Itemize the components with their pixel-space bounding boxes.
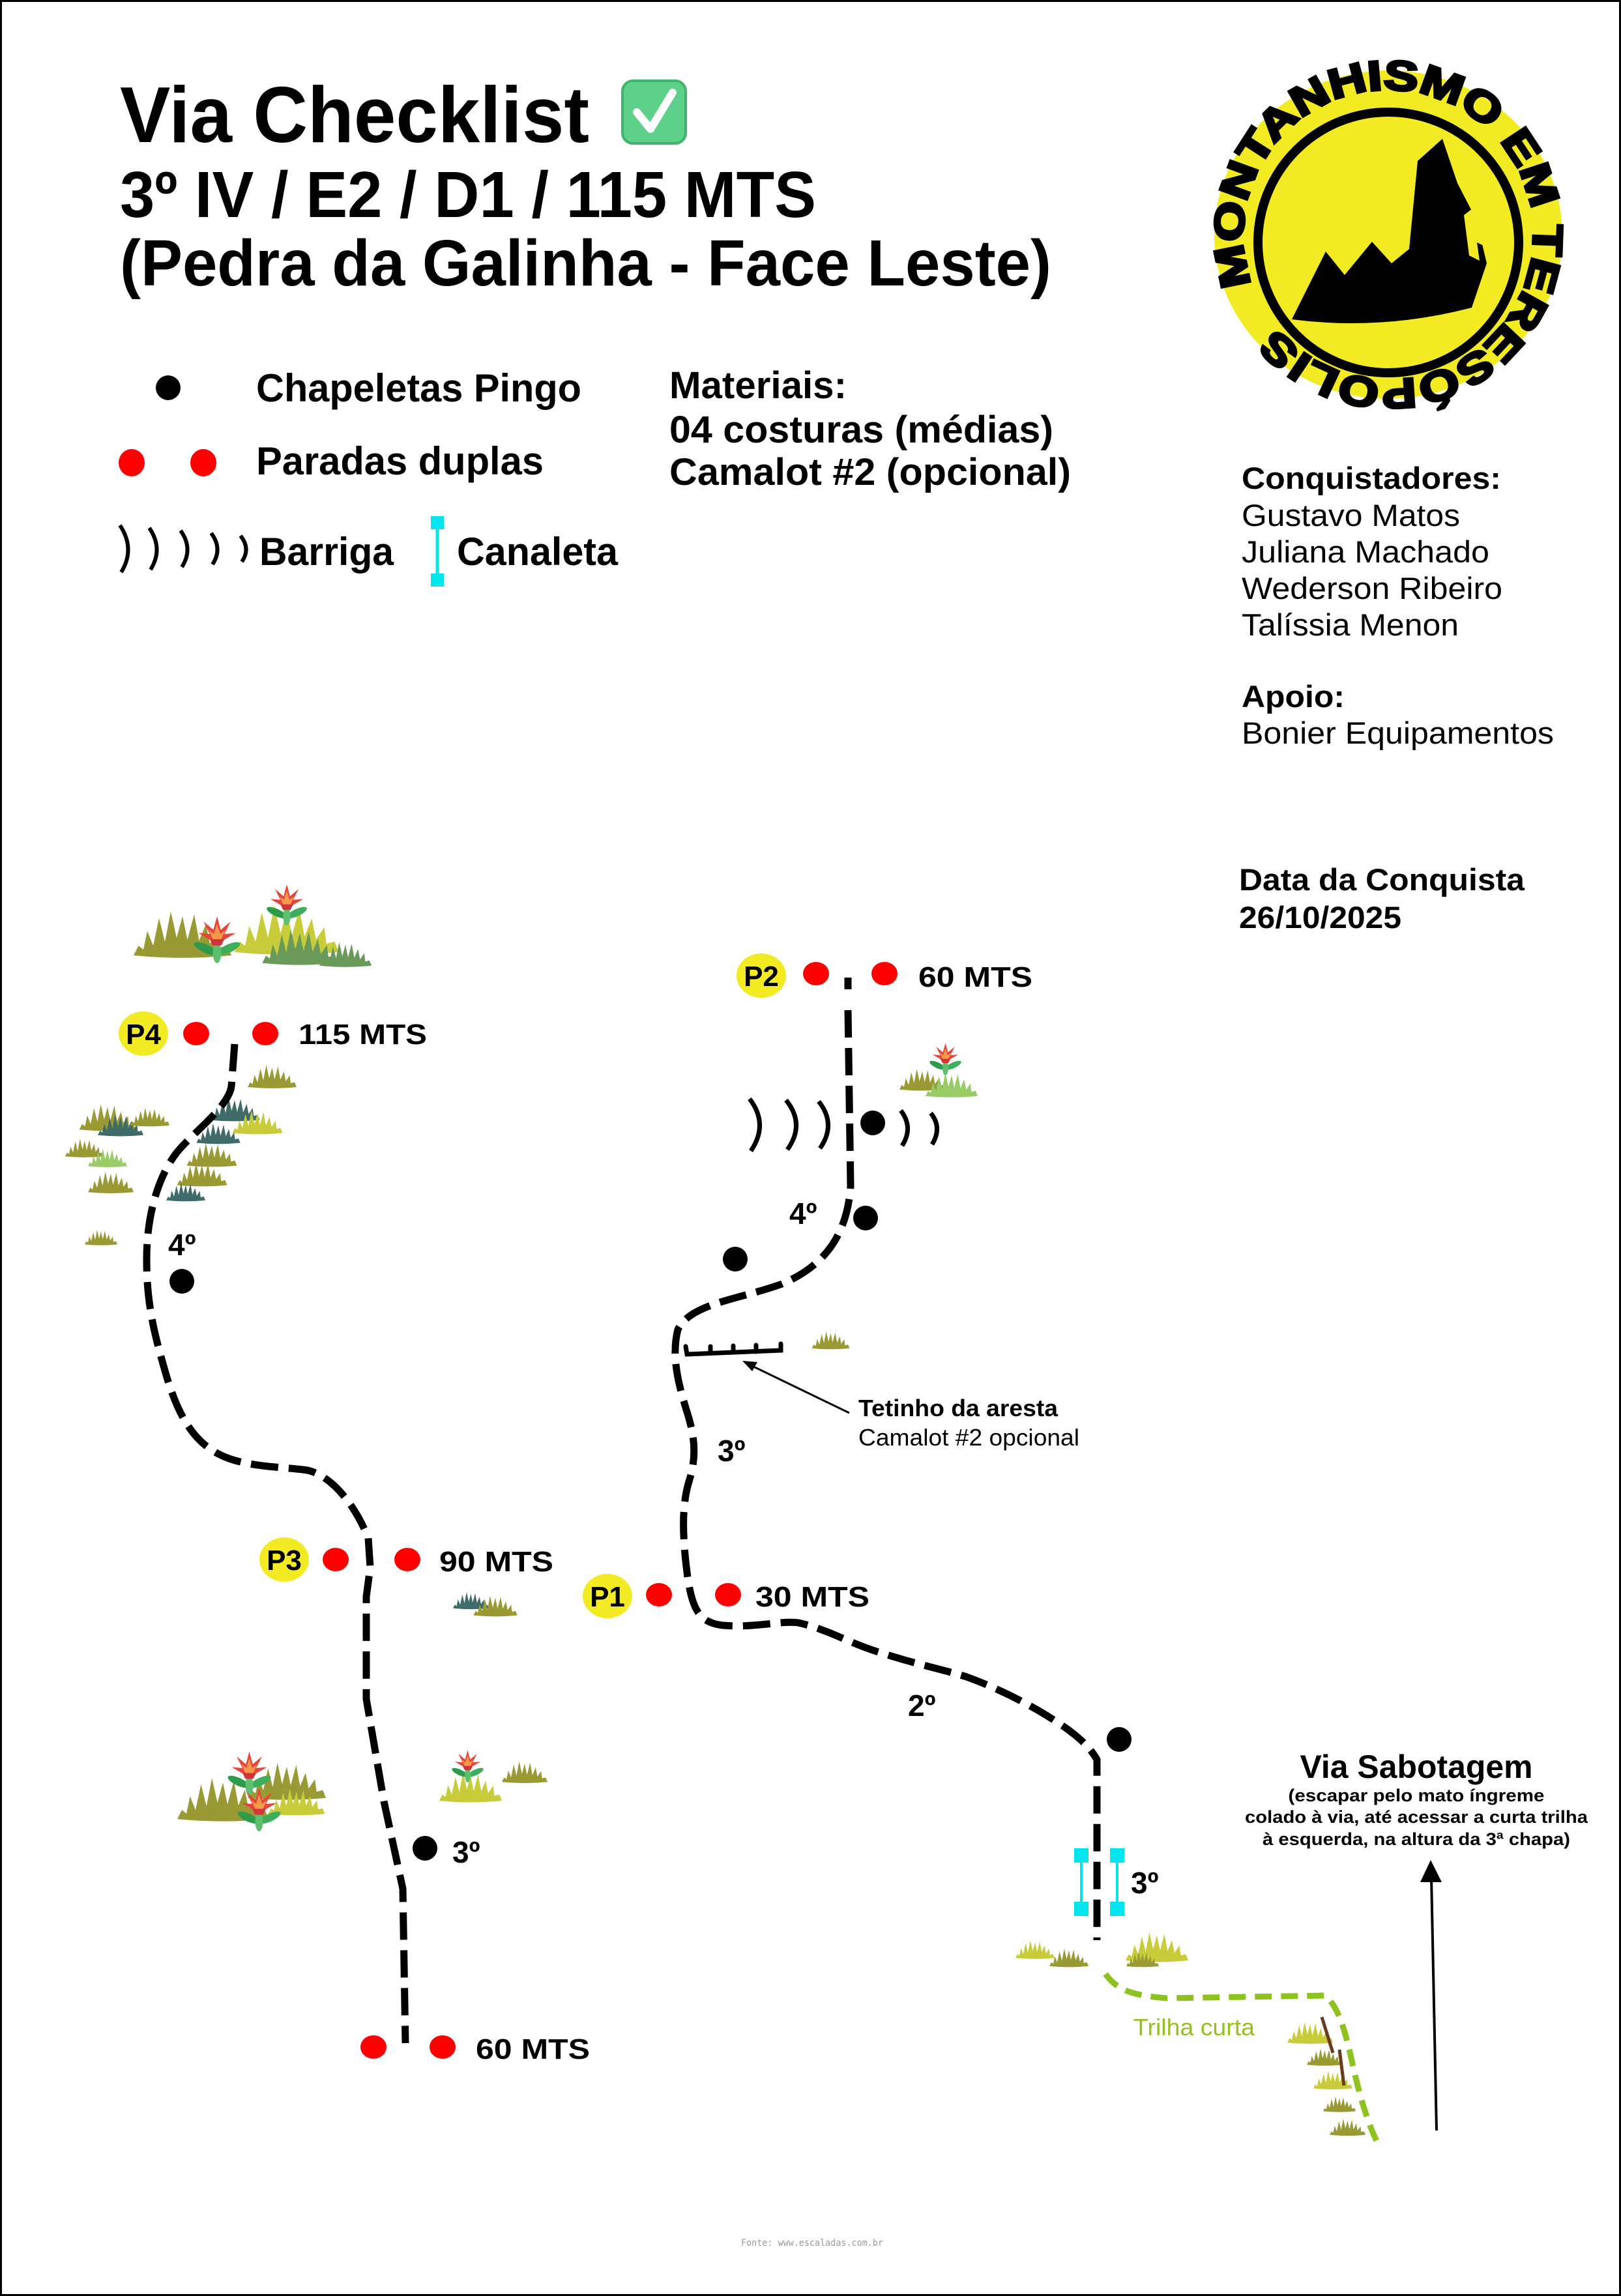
- bulge-legend-icon: [118, 524, 248, 574]
- support-heading: Apoio:: [1242, 679, 1345, 714]
- legend-groove-label: Canaleta: [457, 530, 619, 574]
- grade-label: 4º: [789, 1197, 817, 1230]
- roof-note: Camalot #2 opcional: [858, 1424, 1079, 1451]
- roof-title: Tetinho da aresta: [858, 1395, 1059, 1421]
- anchor-distance: 115 MTS: [299, 1019, 427, 1051]
- anchor-label: P2: [744, 961, 779, 993]
- date-value: 26/10/2025: [1239, 900, 1401, 935]
- route-line-pitch-3-4: [143, 1043, 409, 2044]
- grade-label: 3º: [718, 1434, 746, 1468]
- climber-name: Wederson Ribeiro: [1242, 571, 1502, 605]
- page-title: Via Checklist: [120, 70, 589, 159]
- climber-name: Juliana Machado: [1242, 534, 1489, 569]
- bolt: [853, 1206, 878, 1230]
- legend-bolt-label: Chapeletas Pingo: [256, 366, 581, 410]
- bolt: [169, 1269, 194, 1294]
- escape-note-line: colado à via, até acessar a curta trilha: [1245, 1807, 1588, 1827]
- anchor-distance: 30 MTS: [755, 1581, 869, 1613]
- roof-pointer-arrow: [742, 1361, 850, 1414]
- bolt: [723, 1247, 748, 1272]
- materials-item: Camalot #2 (opcional): [669, 451, 1071, 493]
- grade-line: 3º IV / E2 / D1 / 115 MTS: [120, 158, 816, 231]
- club-logo: MONTANHISMO EM TERESÓPOLIS: [1203, 50, 1573, 419]
- anchor-label: P3: [267, 1545, 302, 1577]
- anchor-badge-p1: [583, 1574, 632, 1618]
- roof-icon: [683, 1341, 783, 1357]
- date-heading: Data da Conquista: [1239, 862, 1525, 897]
- route-line-pitch-1-2: [671, 1010, 1101, 1940]
- legend-bulge-label: Barriga: [259, 530, 394, 574]
- anchor-distance: 60 MTS: [918, 961, 1032, 993]
- anchor-label: P1: [590, 1581, 625, 1613]
- materials-item: 04 costuras (médias): [669, 409, 1053, 451]
- groove-icon: [1074, 1848, 1124, 1916]
- anchor-badge-p4: [119, 1011, 168, 1056]
- groove-legend-icon: [431, 516, 444, 587]
- grade-label: 4º: [168, 1228, 196, 1262]
- escape-arrow: [1420, 1860, 1442, 2131]
- anchor-bolt: [715, 1583, 741, 1606]
- source-credit: Fonte: www.escaladas.com.br: [741, 2238, 883, 2248]
- climber-name: Talíssia Menon: [1242, 607, 1459, 642]
- grade-label: 3º: [1131, 1866, 1159, 1900]
- anchor-bolt: [430, 2035, 456, 2059]
- trail-label: Trilha curta: [1133, 2014, 1255, 2041]
- bolt-legend-icon: [156, 375, 181, 400]
- anchor-bolt: [394, 1548, 420, 1571]
- anchor-badge-p2: [737, 953, 786, 998]
- vegetation: [65, 884, 1365, 2136]
- climber-name: Gustavo Matos: [1242, 498, 1460, 532]
- anchor-label: P4: [126, 1019, 161, 1051]
- anchor-bolt: [252, 1022, 278, 1045]
- anchor-bolt: [323, 1548, 349, 1571]
- grade-label: 2º: [908, 1689, 936, 1722]
- tree-icon: [1320, 2016, 1346, 2086]
- supporter-name: Bonier Equipamentos: [1242, 716, 1554, 750]
- bolt: [1107, 1727, 1132, 1752]
- anchor-bolt: [803, 962, 829, 985]
- check-mark-button-icon: [621, 80, 687, 145]
- anchor-bolt: [646, 1583, 672, 1606]
- first-ascent-heading: Conquistadores:: [1242, 461, 1501, 495]
- anchor-distance: 60 MTS: [476, 2033, 590, 2065]
- escape-note-line: (escapar pelo mato íngreme: [1289, 1786, 1545, 1805]
- escape-note-line: à esquerda, na altura da 3ª chapa): [1263, 1829, 1570, 1849]
- anchor-distance: 90 MTS: [439, 1546, 553, 1578]
- bolt: [860, 1111, 885, 1135]
- location-line: (Pedra da Galinha - Face Leste): [120, 227, 1051, 300]
- materials-heading: Materiais:: [669, 364, 847, 407]
- escape-title: Via Sabotagem: [1300, 1749, 1533, 1785]
- trail-line: [1103, 1972, 1380, 2142]
- anchor-bolt: [360, 2035, 387, 2059]
- legend-anchor-label: Paradas duplas: [256, 439, 544, 483]
- grade-label: 3º: [452, 1835, 480, 1869]
- anchor-bolt: [183, 1022, 209, 1045]
- bulge-icon: [748, 1097, 939, 1152]
- anchor-bolt: [871, 962, 898, 985]
- anchor-badge-p3: [259, 1537, 309, 1582]
- bolt: [413, 1836, 437, 1861]
- anchor-legend-icon: [119, 449, 216, 476]
